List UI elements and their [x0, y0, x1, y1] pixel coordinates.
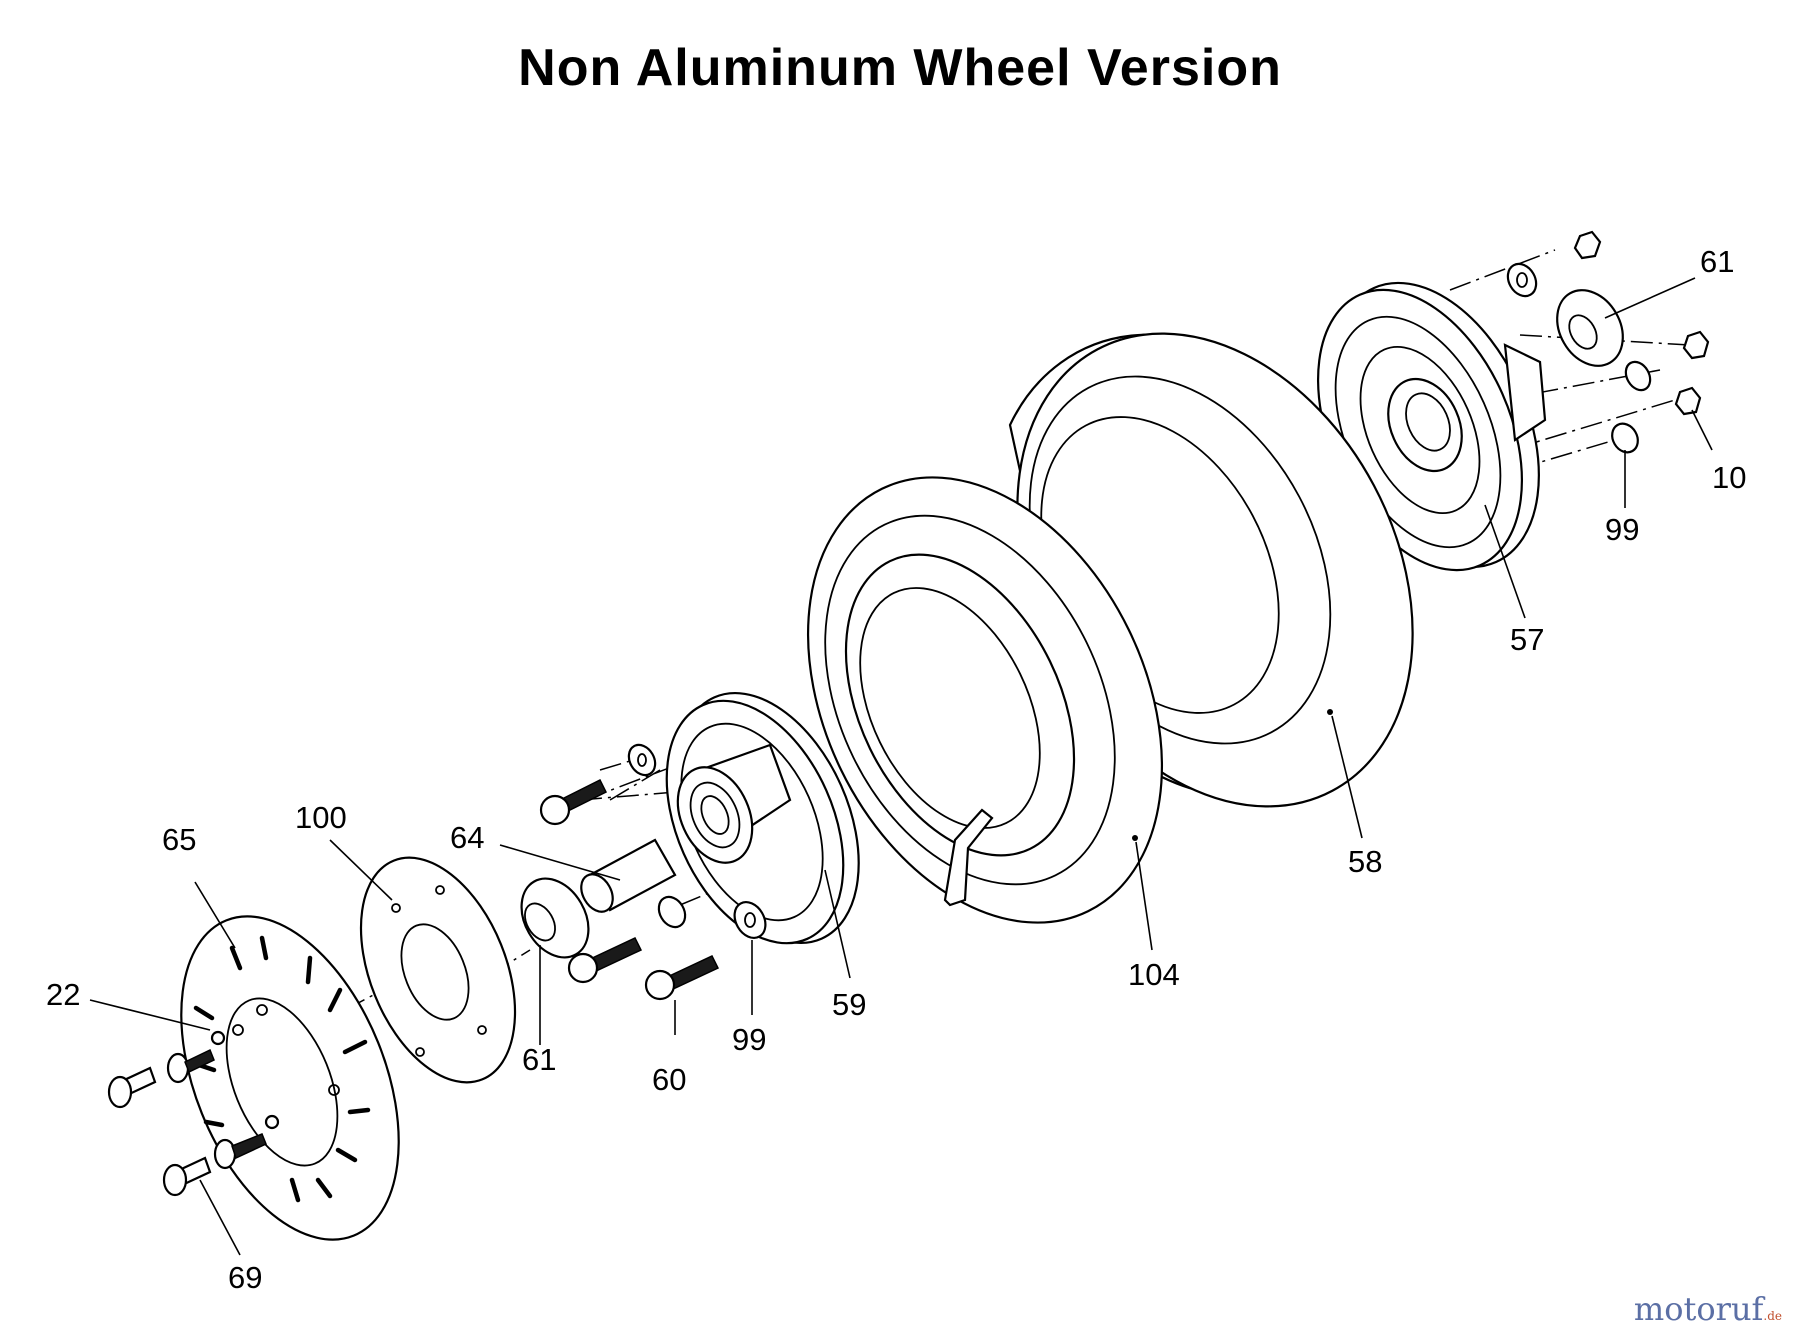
- bolt-head-icon: [162, 1163, 188, 1197]
- leader-lines: [89, 277, 1713, 1256]
- callout-69: 69: [228, 1260, 262, 1295]
- watermark-logo: motoruf.de: [1634, 1290, 1782, 1328]
- nut-icon: [1573, 230, 1602, 260]
- callout-22: 22: [46, 977, 80, 1012]
- nut-icon: [1674, 386, 1702, 416]
- callout-99: 99: [732, 1022, 766, 1057]
- callout-99: 99: [1605, 512, 1639, 547]
- wheel-half-57: [1316, 281, 1547, 572]
- callout-100: 100: [295, 800, 347, 835]
- callout-61: 61: [522, 1042, 556, 1077]
- plate-100: [359, 856, 517, 1084]
- callout-59: 59: [832, 987, 866, 1022]
- callout-labels: 61 10 99 57 58 104 59 99 60 61 64 100 65…: [46, 244, 1746, 1295]
- washer-icon: [213, 1138, 237, 1170]
- callout-61: 61: [1700, 244, 1734, 279]
- watermark-tld: .de: [1763, 1309, 1782, 1323]
- callout-64: 64: [450, 820, 484, 855]
- bolt-head-icon: [567, 952, 599, 984]
- washer-icon: [264, 1114, 280, 1130]
- wheel-half-59: [665, 691, 860, 945]
- diagram-title: Non Aluminum Wheel Version: [518, 39, 1282, 97]
- callout-58: 58: [1348, 844, 1382, 879]
- disc-hardware: [107, 1030, 280, 1197]
- washer-icon: [1611, 422, 1639, 454]
- callout-60: 60: [652, 1062, 686, 1097]
- watermark-brand: motoruf: [1633, 1290, 1764, 1328]
- bolt-head-icon: [107, 1075, 133, 1109]
- callout-57: 57: [1510, 622, 1544, 657]
- washer-icon: [210, 1030, 226, 1046]
- bolt-head-icon: [539, 794, 571, 826]
- nut-icon: [1682, 330, 1710, 360]
- callout-10: 10: [1712, 460, 1746, 495]
- washer-icon: [733, 901, 767, 939]
- washer-icon: [1506, 262, 1538, 298]
- washer-icon: [166, 1052, 190, 1084]
- callout-65: 65: [162, 822, 196, 857]
- washer-icon: [657, 895, 687, 929]
- bearing-icon: [1556, 289, 1624, 367]
- washer-icon: [627, 743, 657, 777]
- tube-104: [807, 476, 1163, 924]
- bolt-head-icon: [644, 969, 676, 1001]
- middle-hardware: [520, 743, 767, 1001]
- washer-icon: [1624, 360, 1652, 392]
- callout-104: 104: [1128, 957, 1180, 992]
